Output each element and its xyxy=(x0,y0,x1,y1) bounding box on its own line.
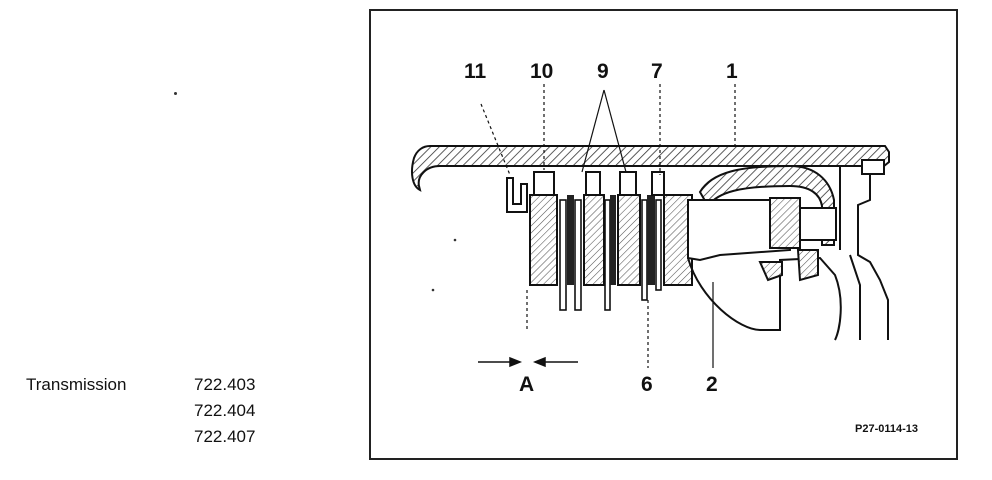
plate-tab xyxy=(533,171,555,196)
piston-seal xyxy=(769,197,801,249)
snap-ring xyxy=(506,177,528,213)
housing-web xyxy=(698,164,835,246)
case-right xyxy=(839,165,889,340)
model-number: 722.404 xyxy=(194,401,256,420)
callout-11: 11 xyxy=(464,60,487,83)
model-number: 722.407 xyxy=(194,427,256,446)
callout-a: A xyxy=(519,373,534,396)
disc-pack xyxy=(559,171,665,311)
leader-lines xyxy=(480,84,736,368)
caption-label: Transmission xyxy=(26,375,127,394)
callout-1: 1 xyxy=(726,60,738,83)
housing xyxy=(411,145,890,192)
callout-7: 7 xyxy=(651,60,663,83)
callout-10: 10 xyxy=(530,60,553,83)
callout-6: 6 xyxy=(641,373,653,396)
callout-2: 2 xyxy=(706,373,718,396)
hub-inner xyxy=(758,261,783,282)
figure-code: P27-0114-13 xyxy=(855,423,918,435)
case-bracket xyxy=(861,159,885,175)
diagram-frame xyxy=(369,9,958,460)
model-number: 722.403 xyxy=(194,375,256,394)
hub xyxy=(687,256,842,341)
speck xyxy=(174,92,177,95)
callout-9: 9 xyxy=(597,60,609,83)
dimension-a-arrows xyxy=(478,356,578,368)
model-list: 722.403 722.404 722.407 xyxy=(194,372,284,450)
retainer xyxy=(799,207,837,241)
pressure-plate xyxy=(529,194,558,286)
hub-flange xyxy=(796,249,819,282)
